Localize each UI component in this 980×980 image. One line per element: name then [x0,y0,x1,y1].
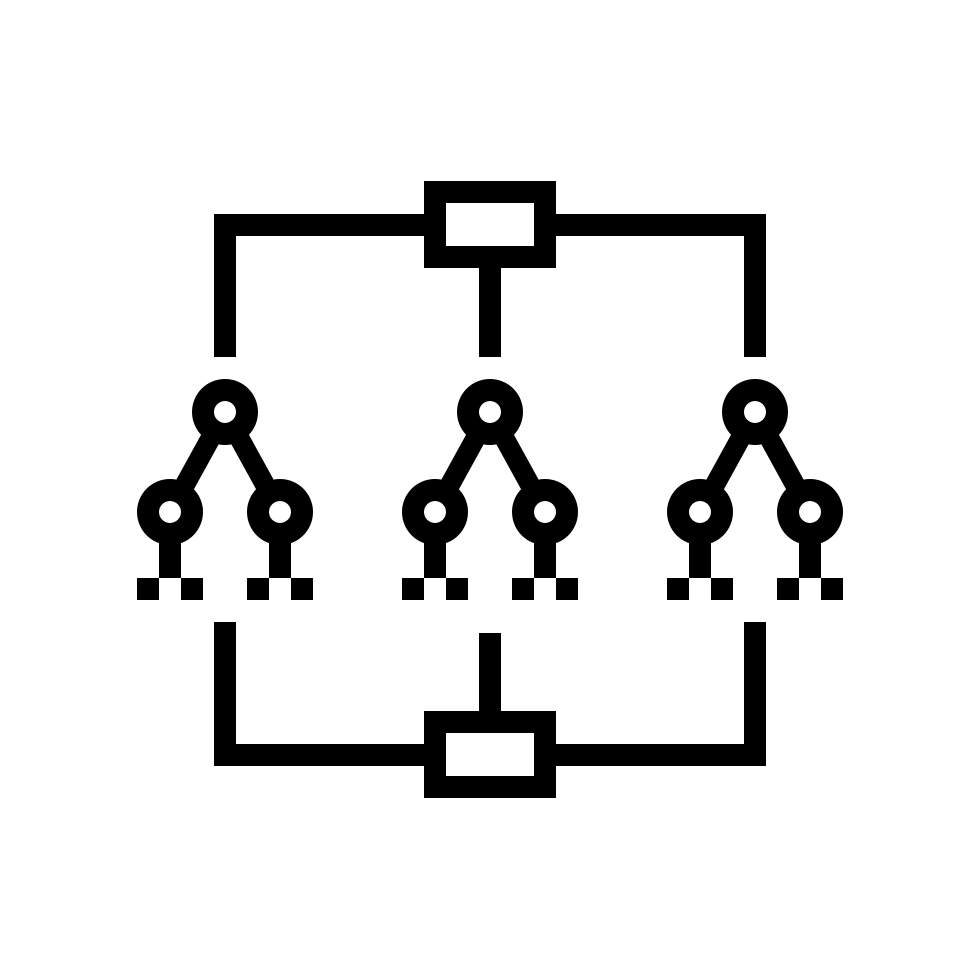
node-hole [744,401,766,423]
tree-child-node-right [512,479,578,545]
node-hole [689,501,711,523]
trees-layer [137,379,843,600]
tree-root-node [192,379,258,445]
top-left-branch-line [214,214,435,357]
leaf-block-left-0 [667,578,689,600]
leaf-block-left-0 [402,578,424,600]
output-box-bottom [424,711,556,798]
leaf-block-left-0 [137,578,159,600]
tree-child-node-right [777,479,843,545]
bottom-left-branch-line [214,622,435,766]
leaf-block-right-2 [556,578,578,600]
tree-root-node [457,379,523,445]
decision-tree-center [402,379,578,600]
node-hole [534,501,556,523]
leaf-block-right-0 [777,578,799,600]
node-hole [479,401,501,423]
decision-tree-right [667,379,843,600]
tree-child-node-left [402,479,468,545]
node-hole [214,401,236,423]
node-hole [269,501,291,523]
leaf-block-right-0 [247,578,269,600]
top-right-branch-line [545,214,766,357]
leaf-block-left-2 [446,578,468,600]
tree-root-node [722,379,788,445]
tree-child-node-left [137,479,203,545]
top-connector-frame [214,181,766,357]
tree-child-node-left [667,479,733,545]
node-hole [799,501,821,523]
node-hole [159,501,181,523]
bottom-connector-frame [214,622,766,798]
leaf-block-right-2 [291,578,313,600]
leaf-block-left-2 [711,578,733,600]
leaf-block-right-2 [821,578,843,600]
bottom-right-branch-line [545,622,766,766]
leaf-block-right-0 [512,578,534,600]
leaf-block-left-2 [181,578,203,600]
decision-tree-left [137,379,313,600]
tree-child-node-right [247,479,313,545]
input-box-top [424,181,556,268]
node-hole [424,501,446,523]
